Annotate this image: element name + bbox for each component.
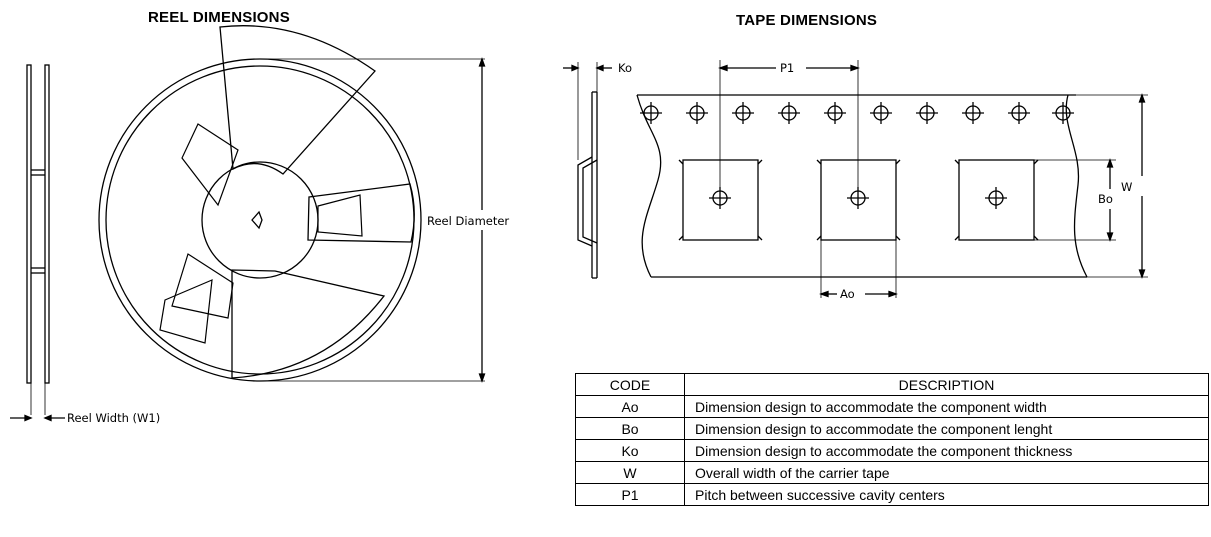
code-cell: W [575, 461, 685, 484]
table-row: Ao Dimension design to accommodate the c… [575, 395, 1209, 418]
ko-dimension [563, 62, 612, 160]
reel-dimensions-heading: REEL DIMENSIONS [148, 9, 290, 26]
description-cell: Dimension design to accommodate the comp… [684, 395, 1209, 418]
tape-dimensions-heading: TAPE DIMENSIONS [736, 12, 878, 29]
bo-dimension [1034, 158, 1116, 242]
table-row: Ko Dimension design to accommodate the c… [575, 439, 1209, 462]
table-header-row: CODE DESCRIPTION [575, 373, 1209, 396]
p1-label: P1 [780, 61, 794, 75]
tape-side-profile [577, 91, 598, 279]
reel-width-label: Reel Width (W1) [67, 411, 160, 425]
code-cell: Ao [575, 395, 685, 418]
p1-dimension [718, 60, 860, 187]
table-row: W Overall width of the carrier tape [575, 461, 1209, 484]
sprocket-holes [640, 102, 1074, 124]
code-cell: P1 [575, 483, 685, 506]
w-dimension [1076, 93, 1148, 279]
code-cell: Ko [575, 439, 685, 462]
code-cell: Bo [575, 417, 685, 440]
description-cell: Pitch between successive cavity centers [684, 483, 1209, 506]
description-cell: Dimension design to accommodate the comp… [684, 439, 1209, 462]
w-label: W [1121, 180, 1132, 194]
reel-front-view [98, 25, 422, 382]
code-column-header: CODE [575, 373, 685, 396]
code-description-table: CODE DESCRIPTION Ao Dimension design to … [575, 373, 1209, 506]
ao-label: Ao [840, 287, 855, 301]
component-cavities [678, 159, 1039, 241]
reel-width-dimension [10, 414, 65, 422]
description-cell: Overall width of the carrier tape [684, 461, 1209, 484]
reel-diameter-dimension [260, 57, 486, 383]
reel-diameter-label: Reel Diameter [427, 214, 509, 228]
ao-dimension [819, 240, 898, 298]
description-column-header: DESCRIPTION [684, 373, 1209, 396]
carrier-tape [636, 94, 1088, 278]
table-row: Bo Dimension design to accommodate the c… [575, 417, 1209, 440]
ko-label: Ko [618, 61, 632, 75]
description-cell: Dimension design to accommodate the comp… [684, 417, 1209, 440]
table-row: P1 Pitch between successive cavity cente… [575, 483, 1209, 506]
reel-side-view [26, 64, 50, 415]
bo-label: Bo [1098, 192, 1113, 206]
